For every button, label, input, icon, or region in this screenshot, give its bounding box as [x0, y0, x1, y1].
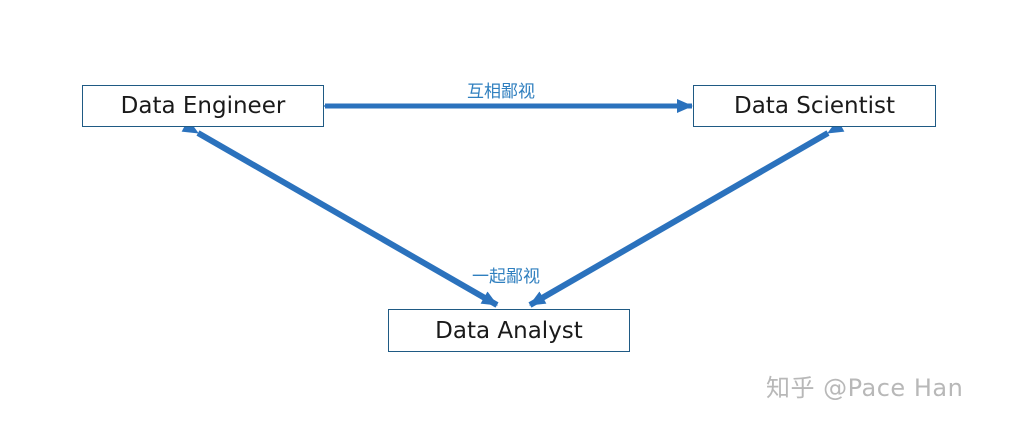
arrow-engineer-analyst: [181, 119, 499, 308]
edge-label-mutual: 互相鄙视: [467, 82, 535, 102]
node-data-scientist: Data Scientist: [693, 85, 936, 127]
node-data-engineer-label: Data Engineer: [120, 93, 286, 119]
node-data-analyst: Data Analyst: [388, 309, 630, 352]
node-data-engineer: Data Engineer: [82, 85, 324, 127]
arrow-scientist-analyst: [528, 119, 845, 308]
node-data-scientist-label: Data Scientist: [734, 93, 895, 119]
watermark: 知乎 @Pace Han: [766, 374, 964, 402]
node-data-analyst-label: Data Analyst: [435, 317, 583, 344]
edge-label-together: 一起鄙视: [472, 267, 540, 287]
